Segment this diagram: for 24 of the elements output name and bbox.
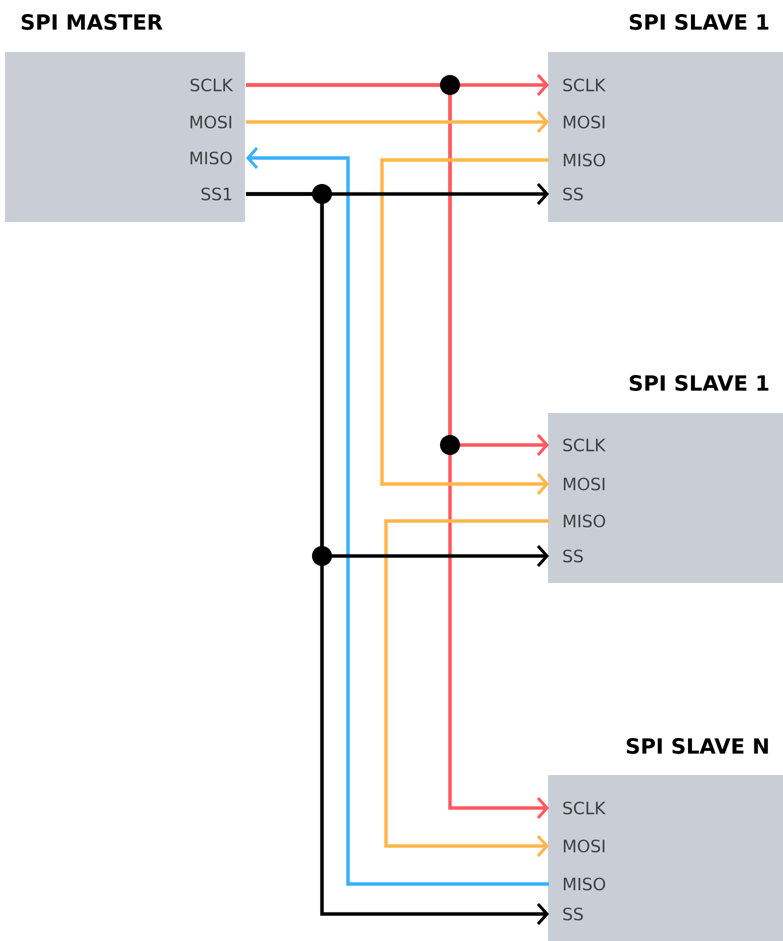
pin-label: SS bbox=[563, 188, 583, 200]
pin-label: MOSI bbox=[564, 116, 604, 128]
signal-wire bbox=[384, 519, 549, 857]
pin-label: MOSI bbox=[190, 116, 232, 128]
pin-label: MISO bbox=[564, 514, 606, 528]
pin-label: SCLK bbox=[190, 78, 234, 92]
pin-label: SS bbox=[563, 908, 583, 920]
node-label: SPI SLAVE 1 bbox=[630, 14, 768, 30]
pin-label: SCLK bbox=[563, 438, 606, 452]
pin-label: SCLK bbox=[563, 802, 606, 814]
pin-label: MOSI bbox=[564, 840, 604, 852]
pin-label: SCLK bbox=[563, 78, 606, 92]
signal-wire bbox=[380, 158, 549, 495]
node-label: SPI SLAVE N bbox=[626, 738, 768, 754]
signal-wire bbox=[246, 83, 549, 819]
pin-label: SS bbox=[563, 550, 583, 562]
pin-label: MOSI bbox=[564, 478, 604, 490]
pin-label: SS1 bbox=[202, 188, 232, 200]
node-label: SPI SLAVE 1 bbox=[630, 375, 768, 391]
pin-label: MISO bbox=[564, 154, 606, 166]
signal-wire bbox=[246, 111, 549, 133]
node-label: SPI MASTER bbox=[22, 14, 163, 30]
pin-label: MISO bbox=[564, 878, 606, 890]
pin-label: MISO bbox=[190, 152, 232, 164]
